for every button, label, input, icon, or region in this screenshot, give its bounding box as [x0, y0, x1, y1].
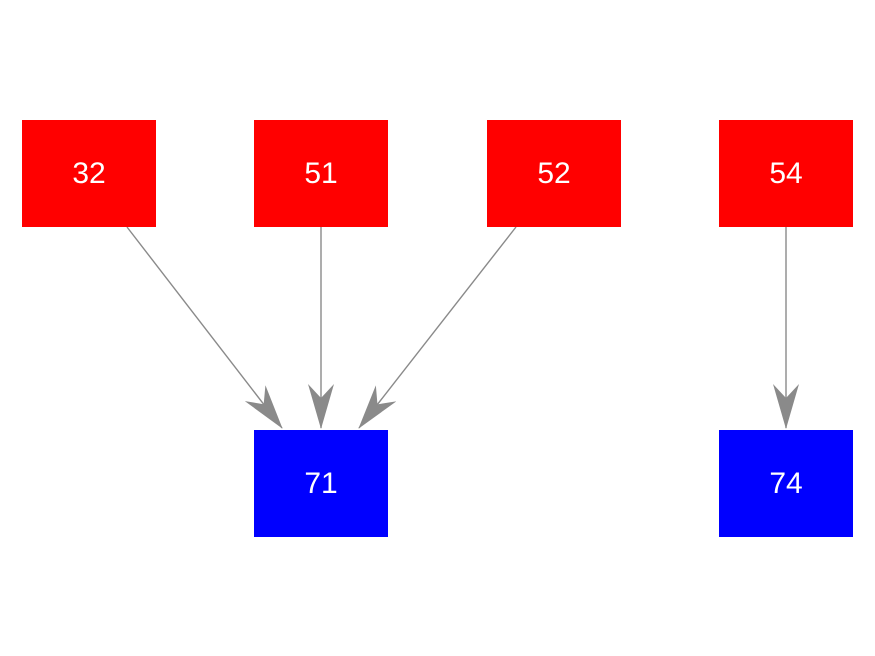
node-74: 74 [719, 430, 853, 537]
node-54: 54 [719, 120, 853, 227]
node-52: 52 [487, 120, 621, 227]
node-51: 51 [254, 120, 388, 227]
edge-32-71 [126, 226, 283, 429]
node-32: 32 [22, 120, 156, 227]
edge-52-71 [358, 226, 517, 429]
node-71: 71 [254, 430, 388, 537]
